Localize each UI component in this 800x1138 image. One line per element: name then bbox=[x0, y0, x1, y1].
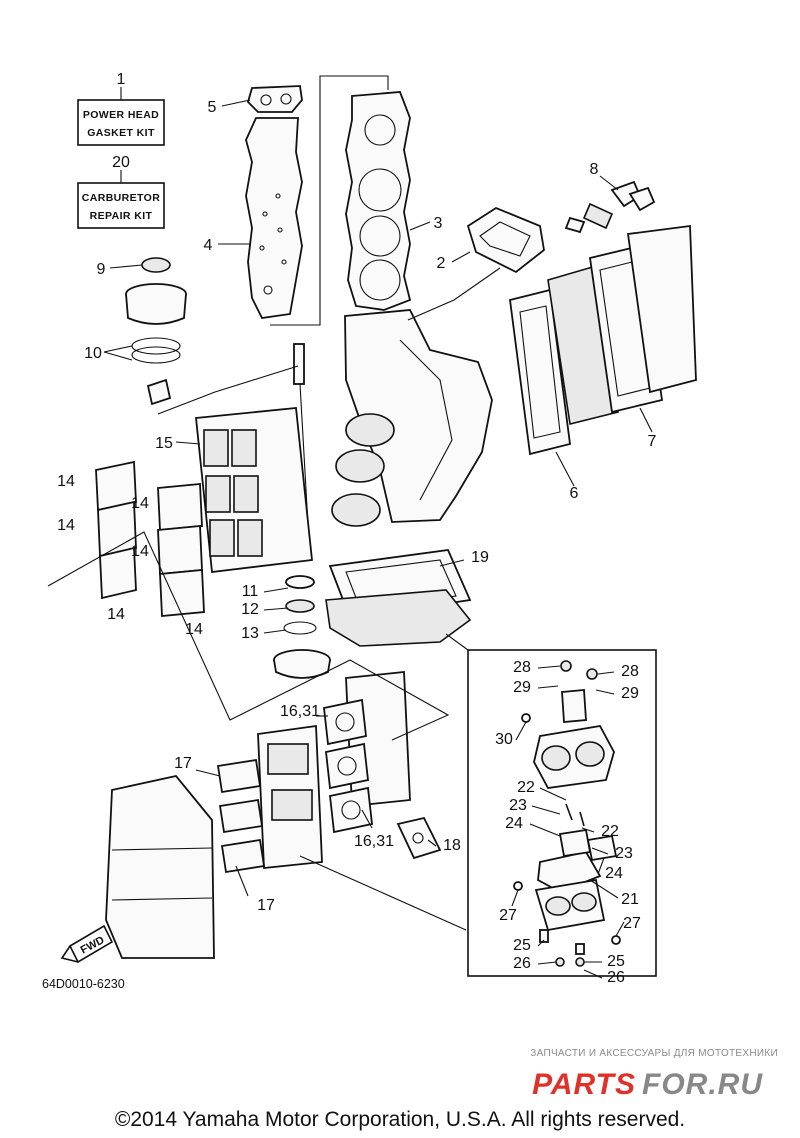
part-number-8: 8 bbox=[590, 161, 599, 178]
cover-7 bbox=[547, 224, 697, 425]
exhaust-gasket-4 bbox=[245, 117, 303, 319]
manifold-gasket-5 bbox=[246, 85, 303, 113]
part-number-17: 17 bbox=[257, 897, 275, 914]
small-parts bbox=[513, 660, 621, 967]
part-number-24: 24 bbox=[505, 815, 523, 832]
part-number-5: 5 bbox=[208, 99, 217, 116]
part-number-29: 29 bbox=[513, 679, 531, 696]
seal-12 bbox=[285, 599, 315, 613]
part-number-18: 18 bbox=[443, 837, 461, 854]
kit-box-line: CARBURETOR bbox=[82, 192, 160, 204]
cover-gasket-2 bbox=[466, 206, 545, 274]
intake-manifold bbox=[257, 671, 411, 869]
kit-box-line: REPAIR KIT bbox=[90, 210, 153, 222]
part-number-14: 14 bbox=[57, 473, 75, 490]
part-number-22: 22 bbox=[517, 779, 535, 796]
watermark-brand-right: FOR.RU bbox=[642, 1068, 763, 1101]
gaskets-17 bbox=[216, 758, 266, 874]
part-number-10: 10 bbox=[84, 345, 102, 362]
part-number-13: 13 bbox=[241, 625, 259, 642]
watermark-tagline: ЗАПЧАСТИ И АКСЕССУАРЫ ДЛЯ МОТОТЕХНИКИ bbox=[530, 1048, 778, 1059]
part-number-28: 28 bbox=[513, 659, 531, 676]
copyright-notice: ©2014 Yamaha Motor Corporation, U.S.A. A… bbox=[115, 1108, 685, 1131]
kit-box-line: GASKET KIT bbox=[87, 127, 155, 139]
bearing-housing bbox=[273, 649, 331, 679]
part-number-21: 21 bbox=[621, 891, 639, 908]
part-number-3: 3 bbox=[434, 215, 443, 232]
carb-gaskets-16-31 bbox=[323, 698, 373, 834]
part-number-15: 15 bbox=[155, 435, 173, 452]
part-number-30: 30 bbox=[495, 731, 513, 748]
part-number-26: 26 bbox=[607, 969, 625, 986]
reed-valve-plate-15 bbox=[195, 407, 313, 574]
bearing-10 bbox=[146, 378, 172, 406]
thermostat-assembly-8 bbox=[564, 180, 656, 234]
carburetor-body bbox=[533, 689, 615, 789]
part-number-14: 14 bbox=[131, 495, 149, 512]
part-number-16-31: 16,31 bbox=[354, 833, 394, 850]
o-rings-10 bbox=[131, 337, 181, 364]
seal-11 bbox=[285, 575, 315, 589]
part-number-4: 4 bbox=[204, 237, 213, 254]
part-number-11: 11 bbox=[242, 583, 259, 600]
part-number-6: 6 bbox=[570, 485, 579, 502]
part-number-17: 17 bbox=[174, 755, 192, 772]
base-gasket-19 bbox=[325, 549, 472, 647]
part-number-7: 7 bbox=[648, 433, 657, 450]
part-number-2: 2 bbox=[437, 255, 446, 272]
part-number-23: 23 bbox=[509, 797, 527, 814]
intake-silencer-cover bbox=[105, 775, 215, 959]
seal-9 bbox=[141, 257, 171, 273]
crankshaft bbox=[293, 343, 395, 561]
kit-box-line: POWER HEAD bbox=[83, 109, 159, 121]
carb-leader-lines bbox=[511, 665, 625, 979]
part-number-19: 19 bbox=[471, 549, 489, 566]
reed-valves-14-right bbox=[157, 483, 205, 617]
part-number-1: 1 bbox=[117, 71, 126, 88]
carburetor-detail-frame bbox=[467, 649, 657, 977]
fwd-arrow bbox=[60, 924, 114, 964]
watermark-logo: ЗАПЧАСТИ И АКСЕССУАРЫ ДЛЯ МОТОТЕХНИКИ PA… bbox=[530, 1048, 778, 1101]
part-number-28: 28 bbox=[621, 663, 639, 680]
part-number-16-31: 16,31 bbox=[280, 703, 320, 720]
carburetor-repair-kit-box: CARBURETOR REPAIR KIT bbox=[77, 170, 165, 229]
part-number-26: 26 bbox=[513, 955, 531, 972]
watermark-brand-left: PARTS bbox=[532, 1068, 636, 1101]
part-number-14: 14 bbox=[57, 517, 75, 534]
part-number-9: 9 bbox=[97, 261, 106, 278]
leader-lines bbox=[47, 99, 653, 931]
part-number-14: 14 bbox=[185, 621, 203, 638]
floats-24 bbox=[558, 828, 618, 862]
part-number-22: 22 bbox=[601, 823, 619, 840]
cap-housing bbox=[125, 283, 187, 325]
part-number-25: 25 bbox=[513, 937, 531, 954]
power-head-gasket-kit-box: POWER HEAD GASKET KIT bbox=[77, 87, 165, 146]
diagram-code: 64D0010-6230 bbox=[42, 977, 125, 991]
gasket-18 bbox=[396, 816, 442, 860]
reed-valves-14-left bbox=[95, 460, 137, 600]
part-number-27: 27 bbox=[623, 915, 641, 932]
part-number-23: 23 bbox=[615, 845, 633, 862]
part-number-14: 14 bbox=[107, 606, 125, 623]
part-number-20: 20 bbox=[112, 154, 130, 171]
part-number-27: 27 bbox=[499, 907, 517, 924]
part-number-25: 25 bbox=[607, 953, 625, 970]
part-number-12: 12 bbox=[241, 601, 259, 618]
o-ring-13 bbox=[283, 621, 317, 635]
float-bowl-21 bbox=[534, 850, 606, 932]
part-number-14: 14 bbox=[131, 543, 149, 560]
cylinder-head-gasket-3 bbox=[345, 91, 412, 311]
part-number-24: 24 bbox=[605, 865, 623, 882]
part-number-29: 29 bbox=[621, 685, 639, 702]
